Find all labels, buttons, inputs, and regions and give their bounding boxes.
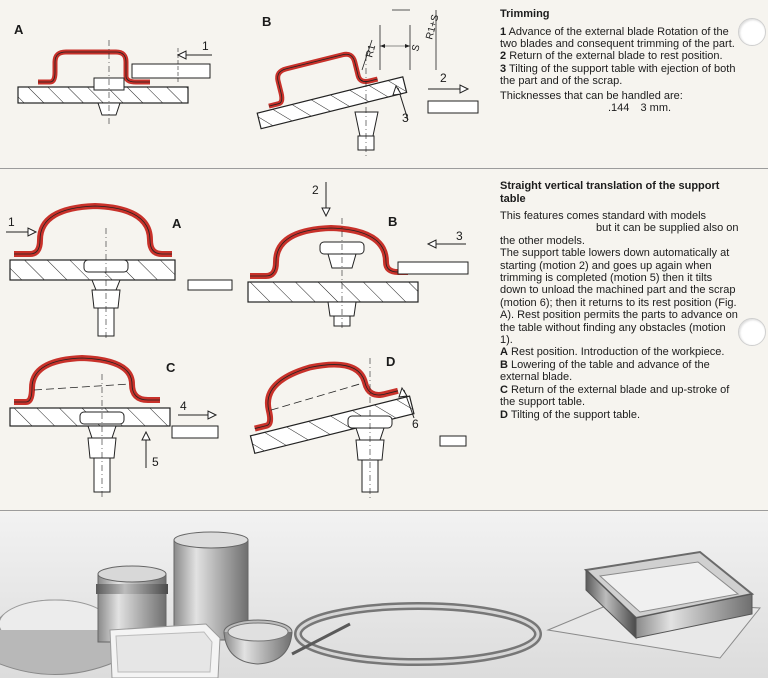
dim-label-s: S [410,43,422,53]
translation-item-d: D Tilting of the support table. [500,408,641,421]
translation-item-c: C Return of the external blade and up-st… [500,383,730,409]
trimming-step-2: 2 Return of the external blade to rest p… [500,50,723,63]
fig-label-top-b: B [262,14,271,29]
arrow-label-mid-1: 1 [8,215,15,229]
translation-item-a: A Rest position. Introduction of the wor… [500,346,725,359]
external-blade-top-b [427,100,479,114]
dim-label-r1s: R1+S [424,13,441,41]
fig-label-mid-b: B [388,214,397,229]
products-photo [0,512,768,678]
arrow-label-mid-4: 4 [180,399,187,413]
arrow-label-1: 1 [202,39,209,53]
arrow-label-2: 2 [440,71,447,85]
trimming-thickness-value: .144 3 mm. [608,101,672,114]
support-table-top-b [256,76,408,130]
fig-label-mid-d: D [386,354,395,369]
fig-label-mid-c: C [166,360,176,375]
trimming-step-1: 1 Advance of the external blade Rotation… [500,25,735,50]
dim-label-r1: R1 [364,43,378,59]
section-divider-top [0,168,768,169]
arrow-label-mid-2: 2 [312,183,319,197]
translation-diagram: A 1 B 3 2 C [6,182,469,498]
translation-para-2: The support table lowers down automatica… [500,247,738,347]
binder-hole-middle [738,318,766,346]
binder-hole-top [738,18,766,46]
trimming-diagram: A 1 B R1 S R1+S 2 [14,9,479,158]
trimming-text: Trimming 1 Advance of the external blade… [500,8,738,114]
workpiece-mid-c [14,355,160,405]
trimming-heading: Trimming [500,8,550,20]
translation-item-b: B Lowering of the table and advance of t… [500,358,710,384]
translation-heading: Straight vertical translation of the sup… [500,180,720,205]
section-divider-bottom [0,510,768,511]
arrow-label-mid-5: 5 [152,455,159,469]
external-blade-top-a [131,63,211,79]
arrow-label-mid-3: 3 [456,229,463,243]
support-table-mid-d [249,395,415,455]
support-table-mid-b [247,281,419,303]
arrow-label-3: 3 [402,111,409,125]
trimming-step-3: 3 Tilting of the support table with ejec… [500,62,736,88]
translation-para-1: This features comes standard with models… [500,210,739,247]
fig-label-mid-a: A [172,216,182,231]
arrow-label-mid-6: 6 [412,417,419,431]
fig-label-top-a: A [14,22,24,37]
translation-text: Straight vertical translation of the sup… [500,180,740,421]
trimming-thickness: Thicknesses that can be handled are: [500,89,683,102]
